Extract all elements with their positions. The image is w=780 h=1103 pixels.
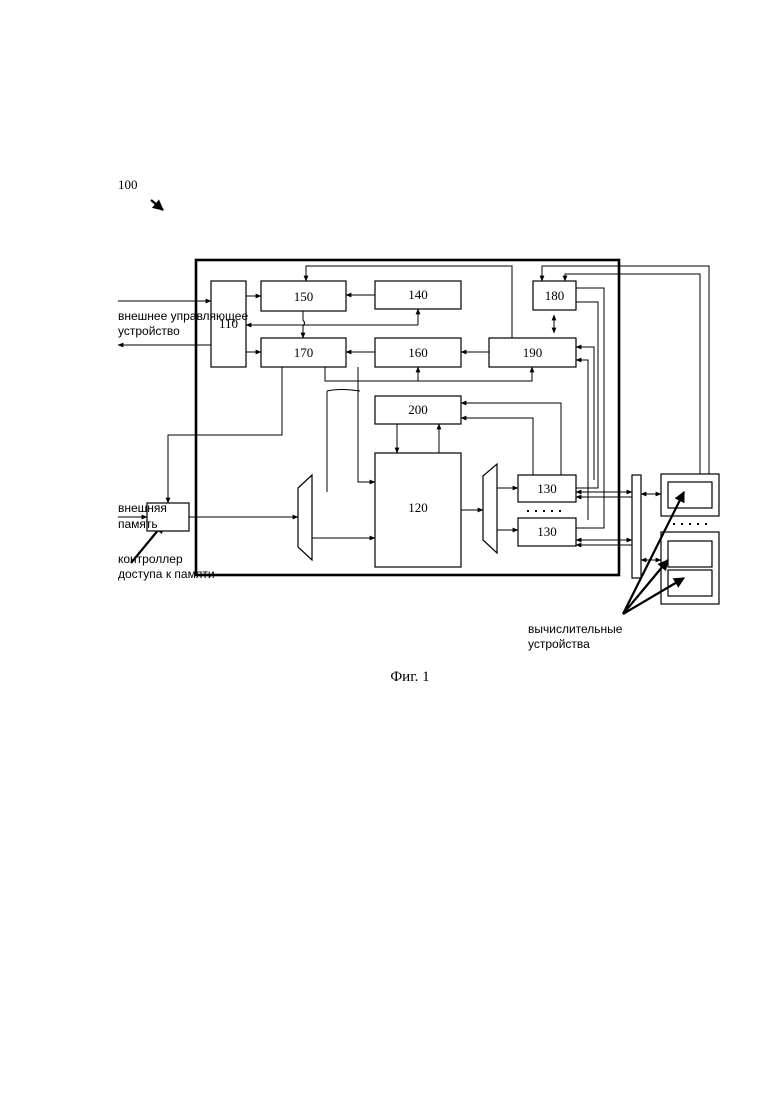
- label-external-memory-2: память: [118, 517, 158, 531]
- block-190-label: 190: [523, 345, 543, 360]
- multiplexer-left: [298, 475, 312, 560]
- label-external-control-1: внешнее управляющее: [118, 309, 248, 323]
- block-170-label: 170: [294, 345, 314, 360]
- block-180-label: 180: [545, 288, 565, 303]
- multiplexer-right: [483, 464, 497, 553]
- block-180: 180: [533, 281, 576, 310]
- block-170: 170: [261, 338, 346, 367]
- label-computing-devices-2: устройства: [528, 637, 590, 651]
- label-external-control-2: устройство: [118, 324, 180, 338]
- block-130-top: 130: [518, 475, 576, 502]
- block-120-label: 120: [408, 500, 428, 515]
- block-110: 110: [211, 281, 246, 367]
- label-mem-controller-1: контроллер: [118, 552, 183, 566]
- figure-ref-label: 100: [118, 177, 138, 192]
- computing-device-bottom: [661, 532, 719, 604]
- block-140: 140: [375, 281, 461, 309]
- block-130-top-label: 130: [537, 481, 557, 496]
- block-130-bottom-label: 130: [537, 524, 557, 539]
- block-200: 200: [375, 396, 461, 424]
- block-130-bottom: 130: [518, 518, 576, 546]
- block-150-label: 150: [294, 289, 314, 304]
- block-160-label: 160: [408, 345, 428, 360]
- device-dots: [673, 523, 707, 525]
- label-computing-devices-1: вычислительные: [528, 622, 623, 636]
- device-bus: [632, 475, 641, 578]
- block-200-label: 200: [408, 402, 428, 417]
- ref-arrow: [151, 200, 163, 210]
- block-190: 190: [489, 338, 576, 367]
- block-140-label: 140: [408, 287, 428, 302]
- block-120: 120: [375, 453, 461, 567]
- label-mem-controller-2: доступа к памяти: [118, 567, 215, 581]
- block-160: 160: [375, 338, 461, 367]
- block-150: 150: [261, 281, 346, 311]
- computing-device-top: [661, 474, 719, 516]
- figure-caption: Фиг. 1: [390, 669, 429, 685]
- dots-130: [527, 510, 561, 512]
- label-external-memory-1: внешняя: [118, 501, 167, 515]
